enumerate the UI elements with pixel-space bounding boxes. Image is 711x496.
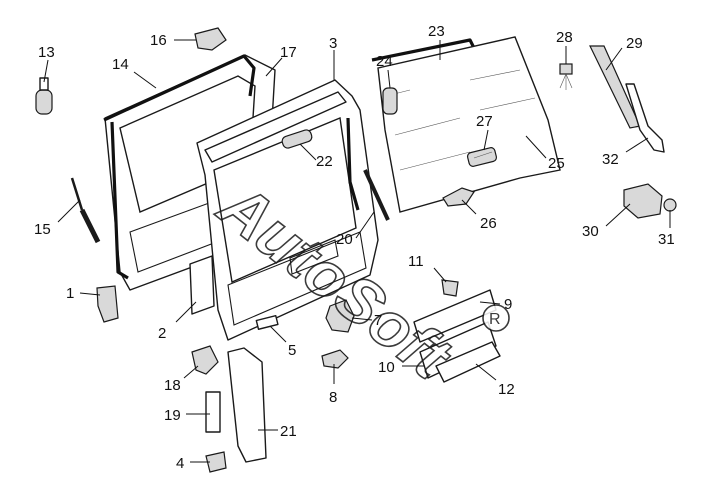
callout-31: 31 (658, 231, 675, 248)
callout-27: 27 (476, 113, 493, 130)
callouts: 13 14 16 17 3 24 23 28 29 27 22 25 (34, 23, 675, 472)
door-latch (321, 349, 349, 369)
glass-hinge (382, 87, 398, 115)
callout-16: 16 (150, 32, 167, 49)
wiper-motor (623, 183, 663, 219)
brake-lamp (466, 147, 498, 167)
callout-29: 29 (626, 35, 643, 52)
bracket (441, 279, 459, 297)
badge (255, 314, 279, 330)
callout-17: 17 (280, 44, 297, 61)
side-trim (227, 347, 267, 463)
end-cap (205, 451, 227, 473)
callout-2: 2 (158, 325, 166, 342)
callout-7: 7 (374, 312, 382, 329)
callout-13: 13 (38, 44, 55, 61)
callout-20: 20 (336, 231, 353, 248)
cap (191, 345, 219, 375)
callout-21: 21 (280, 423, 297, 440)
callout-4: 4 (176, 455, 184, 472)
frame-seal (103, 54, 256, 122)
wiper-arm (625, 83, 665, 153)
channel (205, 391, 221, 433)
rear-glass (377, 36, 561, 213)
callout-23: 23 (428, 23, 445, 40)
nut (663, 198, 677, 212)
callout-3: 3 (329, 35, 337, 52)
bulb-socket (35, 77, 53, 115)
trim-panel (435, 341, 501, 383)
callout-9: 9 (504, 296, 512, 313)
callout-8: 8 (329, 389, 337, 406)
callout-32: 32 (602, 151, 619, 168)
callout-14: 14 (112, 56, 129, 73)
callout-30: 30 (582, 223, 599, 240)
tailgate-door (196, 79, 379, 341)
callout-11: 11 (408, 253, 424, 270)
callout-15: 15 (34, 221, 51, 238)
glass-latch (442, 187, 475, 207)
trim-plate (189, 255, 215, 315)
door-lock (325, 299, 355, 333)
callout-26: 26 (480, 215, 497, 232)
washer-nozzle (559, 63, 573, 90)
callout-22: 22 (316, 153, 333, 170)
door-strut (363, 169, 390, 221)
gas-strut (70, 177, 101, 244)
callout-18: 18 (164, 377, 181, 394)
callout-10: 10 (378, 359, 395, 376)
callout-1: 1 (66, 285, 74, 302)
callout-5: 5 (288, 342, 296, 359)
high-mount-lamp (194, 27, 227, 51)
callout-28: 28 (556, 29, 573, 46)
watermark-logo: R (489, 311, 501, 328)
hinge (96, 285, 119, 323)
door-handle (281, 129, 313, 149)
callout-24: 24 (376, 53, 393, 70)
callout-12: 12 (498, 381, 515, 398)
callout-19: 19 (164, 407, 181, 424)
callout-25: 25 (548, 155, 565, 172)
